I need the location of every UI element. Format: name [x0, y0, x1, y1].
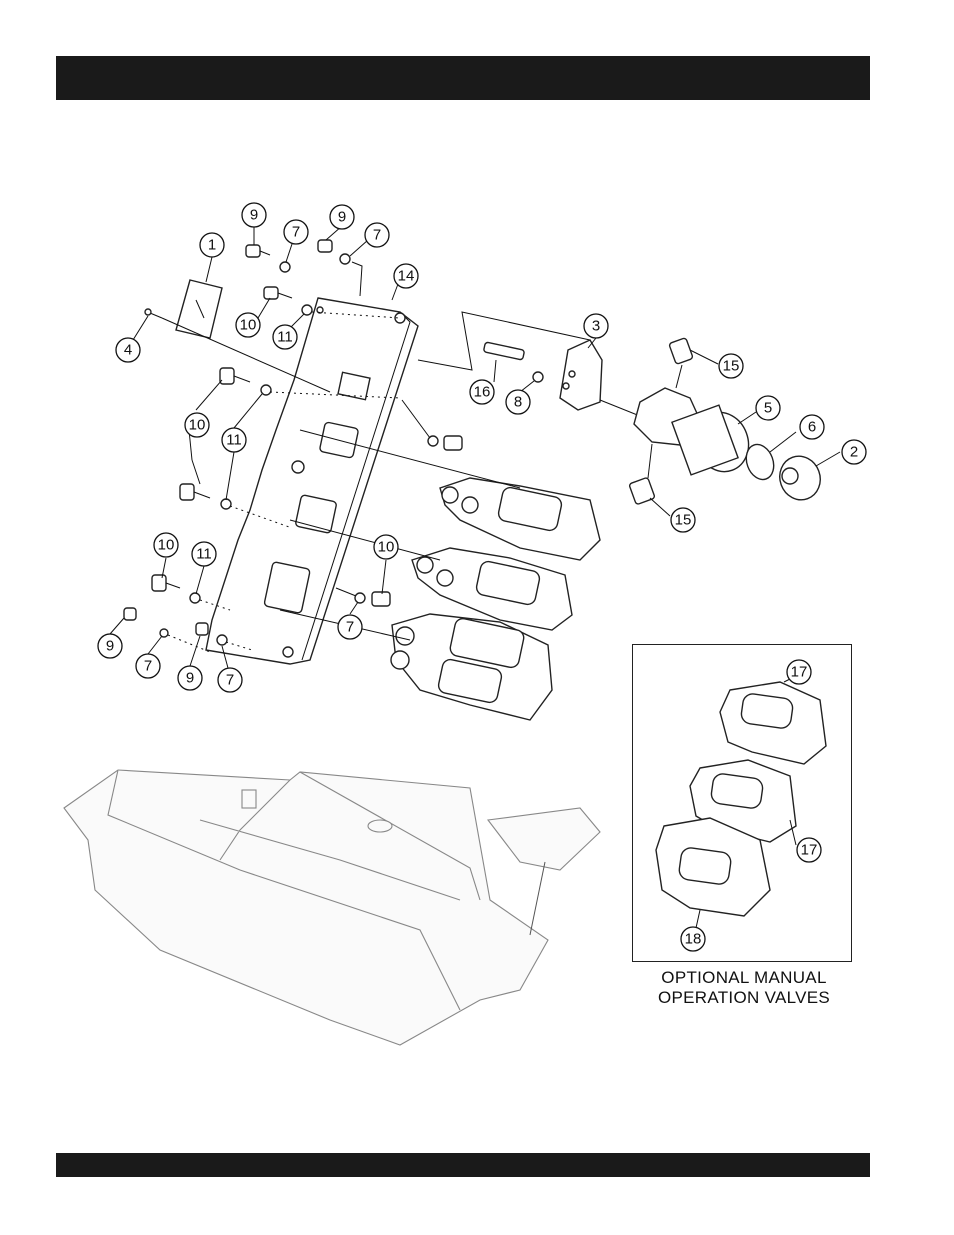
- svg-text:7: 7: [373, 227, 381, 244]
- svg-text:11: 11: [196, 546, 212, 563]
- svg-text:11: 11: [226, 432, 242, 449]
- callout-7: 7: [338, 615, 362, 639]
- svg-text:2: 2: [850, 444, 858, 461]
- callout-7: 7: [365, 223, 389, 247]
- callout-2: 2: [842, 440, 866, 464]
- callout-7: 7: [218, 668, 242, 692]
- callout-10: 10: [185, 413, 209, 437]
- svg-text:1: 1: [208, 237, 216, 254]
- svg-text:15: 15: [675, 512, 692, 529]
- svg-text:9: 9: [186, 670, 194, 687]
- callout-10: 10: [154, 533, 178, 557]
- callout-16: 16: [470, 380, 494, 404]
- svg-text:3: 3: [592, 318, 600, 335]
- callout-1: 1: [200, 233, 224, 257]
- svg-text:7: 7: [226, 672, 234, 689]
- svg-text:8: 8: [514, 394, 522, 411]
- svg-text:7: 7: [144, 658, 152, 675]
- svg-text:9: 9: [338, 209, 346, 226]
- svg-text:10: 10: [378, 539, 395, 556]
- svg-text:7: 7: [292, 224, 300, 241]
- callout-10: 10: [374, 535, 398, 559]
- name-plate: [176, 280, 222, 338]
- mounting-plate: [206, 298, 418, 664]
- callout-15: 15: [671, 508, 695, 532]
- svg-text:10: 10: [240, 317, 257, 334]
- svg-text:9: 9: [250, 207, 258, 224]
- svg-text:9: 9: [106, 638, 114, 655]
- callout-3: 3: [584, 314, 608, 338]
- callout-5: 5: [756, 396, 780, 420]
- callout-15: 15: [719, 354, 743, 378]
- svg-text:10: 10: [189, 417, 206, 434]
- svg-text:15: 15: [723, 358, 740, 375]
- optional-valves-caption: OPTIONAL MANUAL OPERATION VALVES: [610, 968, 878, 1008]
- caption-line-2: OPERATION VALVES: [610, 988, 878, 1008]
- callout-4: 4: [116, 338, 140, 362]
- callout-11: 11: [273, 325, 297, 349]
- callout-14: 14: [394, 264, 418, 288]
- callout-9: 9: [178, 666, 202, 690]
- svg-text:5: 5: [764, 400, 772, 417]
- callout-9: 9: [98, 634, 122, 658]
- svg-text:11: 11: [277, 329, 293, 346]
- callout-7: 7: [136, 654, 160, 678]
- callout-6: 6: [800, 415, 824, 439]
- svg-text:16: 16: [474, 384, 491, 401]
- callout-11: 11: [222, 428, 246, 452]
- callout-8: 8: [506, 390, 530, 414]
- svg-text:7: 7: [346, 619, 354, 636]
- svg-text:10: 10: [158, 537, 175, 554]
- optional-valves-frame: [632, 644, 852, 962]
- svg-text:6: 6: [808, 419, 816, 436]
- callout-9: 9: [242, 203, 266, 227]
- callout-7: 7: [284, 220, 308, 244]
- callout-10: 10: [236, 313, 260, 337]
- svg-text:14: 14: [398, 268, 415, 285]
- machine-body: [64, 770, 600, 1045]
- caption-line-1: OPTIONAL MANUAL: [610, 968, 878, 988]
- callout-11: 11: [192, 542, 216, 566]
- svg-text:4: 4: [124, 342, 132, 359]
- callout-9: 9: [330, 205, 354, 229]
